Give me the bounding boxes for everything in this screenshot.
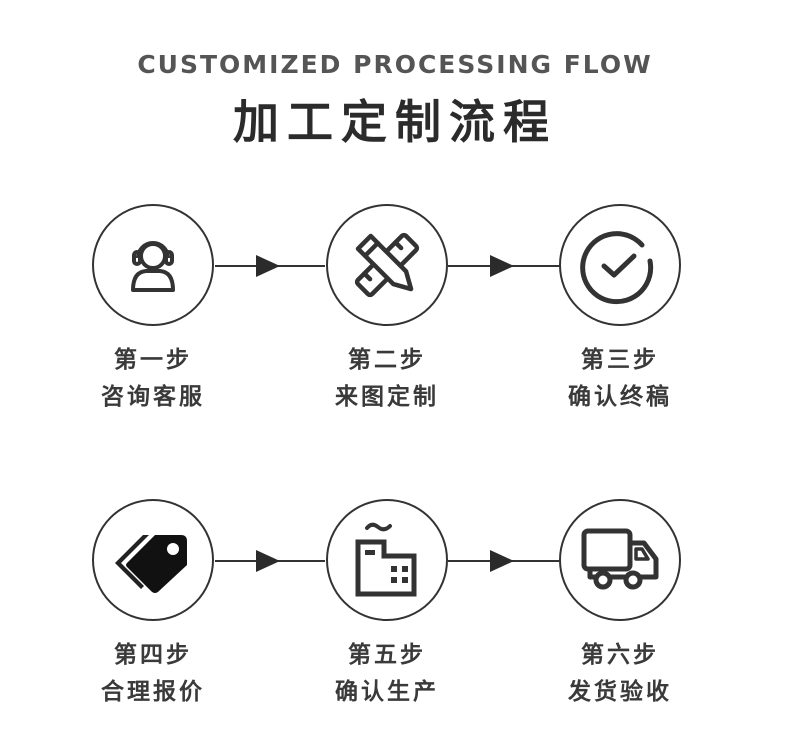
step-1-number: 第一步 [114, 347, 192, 373]
step-5-number: 第五步 [348, 642, 426, 668]
step-4-circle [92, 499, 214, 621]
flow-title: 加工定制流程 [233, 95, 557, 149]
arrowhead-icon [490, 255, 514, 277]
step-5-name: 确认生产 [335, 679, 439, 705]
step-6-circle [559, 499, 681, 621]
arrowhead-icon [256, 255, 280, 277]
step-3-circle [559, 204, 681, 326]
flow-subtitle: CUSTOMIZED PROCESSING FLOW [137, 50, 653, 79]
check-circle-icon [580, 231, 654, 305]
factory-icon [355, 522, 417, 597]
step-2-name: 来图定制 [335, 384, 439, 410]
pencil-ruler-icon [354, 232, 420, 298]
step-6-name: 发货验收 [568, 679, 672, 705]
step-4-name: 合理报价 [101, 679, 205, 705]
step-3-name: 确认终稿 [568, 384, 672, 410]
customer-service-headset-icon [131, 241, 175, 292]
step-2-number: 第二步 [348, 347, 426, 373]
price-tag-icon [115, 535, 187, 593]
delivery-truck-icon [581, 528, 659, 590]
arrowhead-icon [490, 550, 514, 572]
step-3-number: 第三步 [581, 347, 659, 373]
step-5-circle [326, 499, 448, 621]
arrowhead-icon [256, 550, 280, 572]
step-6-number: 第六步 [581, 642, 659, 668]
step-1-name: 咨询客服 [101, 384, 205, 410]
step-2-circle [326, 204, 448, 326]
step-4-number: 第四步 [114, 642, 192, 668]
step-1-circle [92, 204, 214, 326]
